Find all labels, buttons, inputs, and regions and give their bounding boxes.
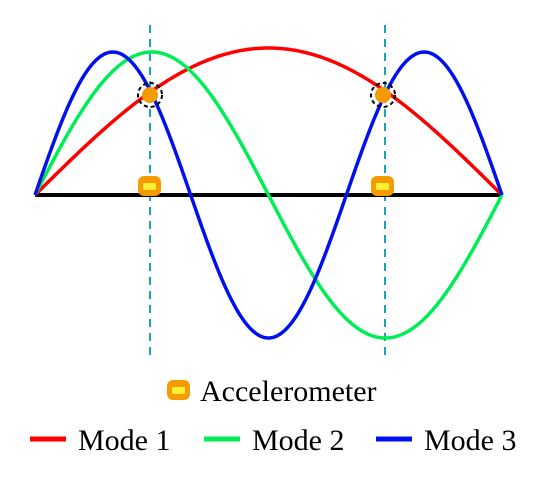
legend-mode-1-label: Mode 1: [78, 424, 171, 457]
measurement-markers: [137, 82, 396, 108]
mode-curves: [33, 46, 504, 340]
accelerometer-icon: [138, 176, 161, 196]
measurement-marker-1: [137, 82, 163, 108]
legend-mode-3-label: Mode 3: [424, 424, 517, 457]
accelerometer-icon: [371, 176, 394, 196]
accelerometer-icon: [167, 380, 190, 400]
legend-accelerometer-label: Accelerometer: [200, 375, 377, 408]
legend-accelerometer: Accelerometer: [167, 375, 377, 408]
mode-3-curve: [33, 50, 504, 340]
mode-1-curve: [33, 46, 504, 197]
mode-2-curve: [33, 50, 504, 340]
legend: Accelerometer Mode 1 Mode 2 Mode 3: [30, 375, 517, 457]
legend-mode-2-label: Mode 2: [252, 424, 345, 457]
legend-mode-3: Mode 3: [376, 424, 517, 457]
accelerometers: [138, 176, 394, 196]
legend-mode-1: Mode 1: [30, 424, 171, 457]
measurement-marker-2: [370, 82, 396, 108]
legend-mode-2: Mode 2: [204, 424, 345, 457]
